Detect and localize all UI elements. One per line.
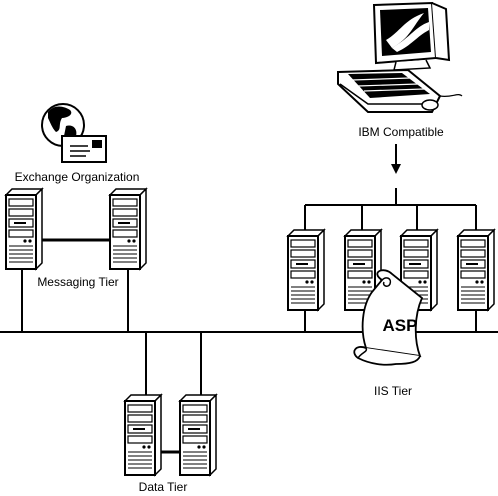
iis-label: IIS Tier (374, 384, 412, 398)
data-label: Data Tier (139, 480, 188, 494)
messaging-server-2 (109, 188, 147, 270)
data-server-2 (179, 394, 217, 476)
messaging-connectors (21, 238, 129, 332)
workstation-label: IBM Compatible (358, 125, 444, 139)
globe-envelope-icon (41, 103, 107, 163)
computer-workstation-icon (337, 1, 463, 113)
iis-server-1 (287, 229, 325, 311)
messaging-server-1 (5, 188, 43, 270)
messaging-label: Messaging Tier (37, 275, 118, 289)
document-scroll-icon: ASP (353, 269, 424, 366)
down-arrow (391, 144, 401, 174)
data-server-1 (124, 394, 162, 476)
asp-label: ASP (383, 316, 418, 335)
exchange-label: Exchange Organization (15, 170, 140, 184)
iis-connectors (304, 188, 477, 332)
iis-server-4 (457, 229, 495, 311)
